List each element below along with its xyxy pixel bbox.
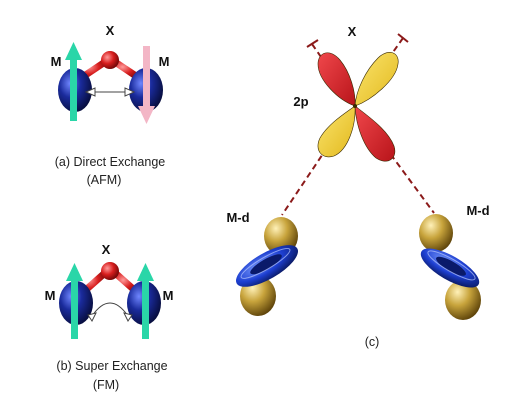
caption-c: (c) <box>365 335 380 349</box>
d-orbital-left <box>236 217 298 316</box>
ligand-atom <box>101 262 119 280</box>
p-lobe-upper-left <box>317 52 356 107</box>
p-lobe-lower-right <box>354 105 396 162</box>
axis-tick-left <box>306 39 319 48</box>
caption-a-line1: (a) Direct Exchange <box>55 155 166 169</box>
label-m-left: M <box>45 288 56 303</box>
label-x: X <box>106 23 115 38</box>
p-lobe-upper-right <box>354 52 399 107</box>
label-md-left: M-d <box>226 210 249 225</box>
d-lobe-lower <box>445 280 481 320</box>
d-torus <box>420 248 480 288</box>
panel-a-direct-exchange: X M M (a) Direct Exchange (AFM) <box>51 23 170 187</box>
double-arrow-icon <box>84 87 136 97</box>
spin-up-arrow-icon <box>137 263 154 339</box>
label-x: X <box>102 242 111 257</box>
panel-b-super-exchange: X M M (b) Super Exchange (FM) <box>45 242 174 392</box>
label-2p: 2p <box>293 94 308 109</box>
p-lobe-lower-left <box>317 105 356 158</box>
axis-tick-right <box>397 33 409 43</box>
label-x: X <box>348 24 357 39</box>
spin-up-arrow-icon <box>65 42 82 121</box>
label-m-right: M <box>163 288 174 303</box>
label-md-right: M-d <box>466 203 489 218</box>
caption-b-line1: (b) Super Exchange <box>56 359 167 373</box>
spin-down-arrow-icon <box>138 46 155 124</box>
p-orbital <box>317 52 399 162</box>
ligand-atom <box>101 51 119 69</box>
label-m-left: M <box>51 54 62 69</box>
label-m-right: M <box>159 54 170 69</box>
spin-up-arrow-icon <box>66 263 83 339</box>
d-orbital-right <box>419 214 481 320</box>
caption-b-line2: (FM) <box>93 378 119 392</box>
panel-c-orbital-overlap: X 2p M-d M-d (c) <box>226 24 489 349</box>
p-orbital-center <box>353 104 357 108</box>
d-lobe-upper <box>419 214 453 252</box>
caption-a-line2: (AFM) <box>87 173 122 187</box>
curved-arrow-icon <box>87 302 133 322</box>
d-torus <box>236 245 298 287</box>
